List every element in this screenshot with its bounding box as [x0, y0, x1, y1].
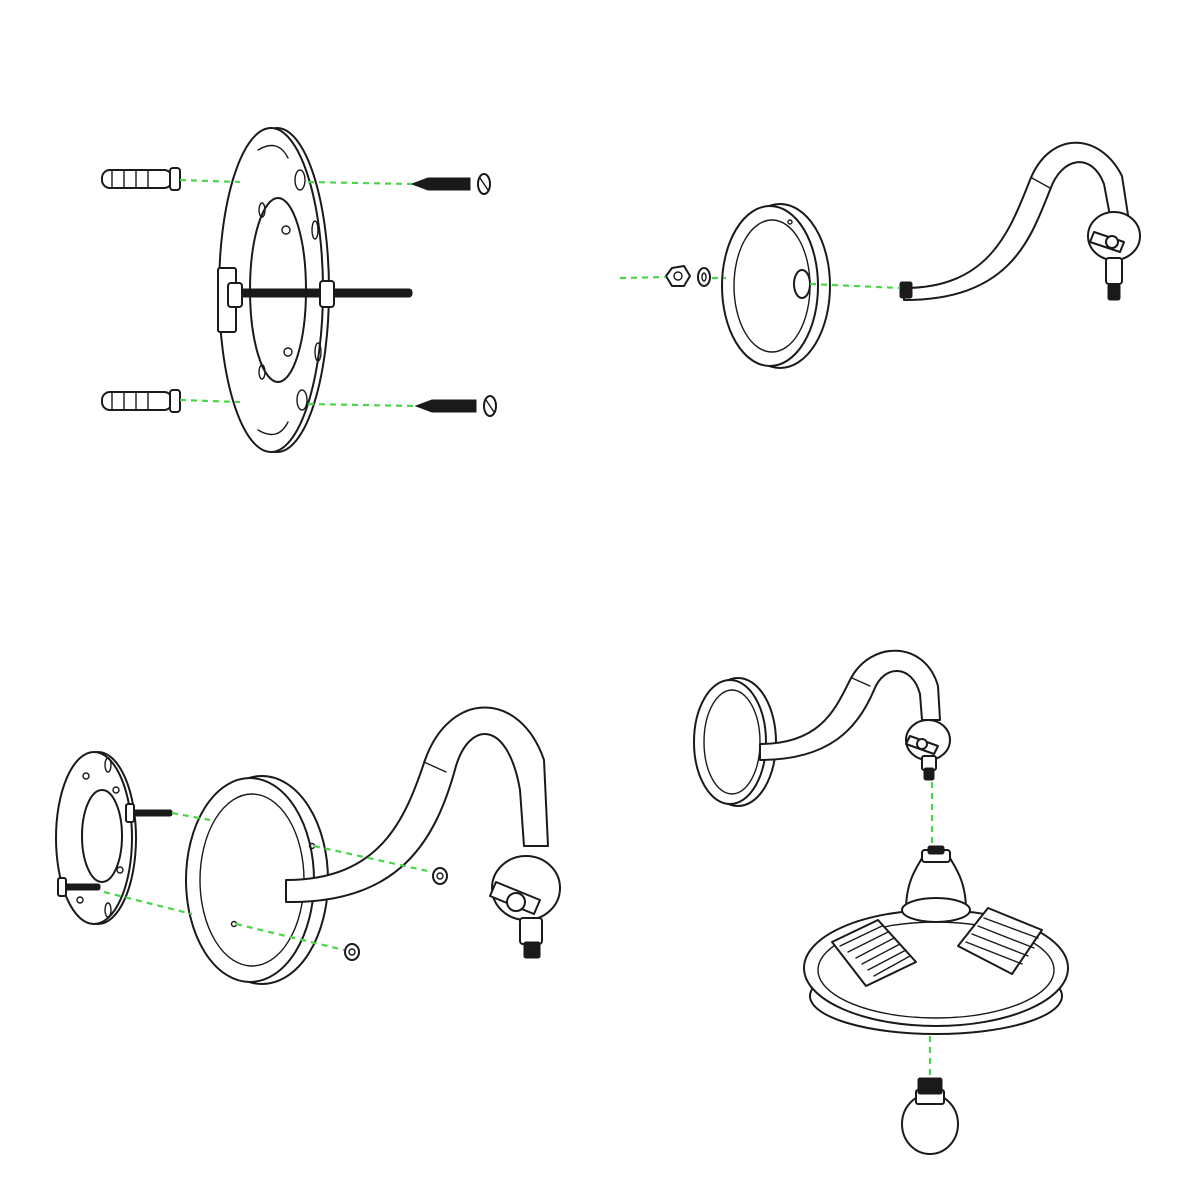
cap-nut-bottom [344, 943, 360, 961]
hex-nut [665, 265, 691, 287]
screw-top [410, 173, 491, 195]
mounting-plate-small [55, 751, 137, 925]
step-2-base-and-arm [619, 141, 1141, 369]
wall-anchor-top [101, 167, 181, 191]
guide-line [809, 282, 901, 290]
mounting-screw-top [125, 803, 173, 823]
mounting-screw-bottom [57, 877, 101, 897]
step-3-attach-to-plate [55, 706, 561, 985]
guide-line [179, 178, 241, 184]
gooseneck-arm [899, 141, 1141, 301]
light-bulb [901, 1077, 959, 1155]
step-4-shade-and-bulb [693, 649, 1069, 1155]
solar-panel-left [831, 919, 917, 987]
guide-line [235, 922, 345, 952]
guide-line [307, 180, 413, 186]
threaded-rod [227, 280, 413, 308]
canopy-base [721, 203, 831, 369]
screw-bottom [414, 395, 497, 417]
guide-line [313, 844, 433, 874]
step-1-mounting-plate [101, 127, 497, 453]
guide-line [179, 398, 241, 404]
guide-line [619, 275, 667, 280]
wall-anchor-bottom [101, 389, 181, 413]
cap-nut-top [432, 867, 448, 885]
guide-line [307, 402, 417, 408]
gooseneck-arm-mounted [759, 649, 951, 781]
solar-shade [803, 845, 1069, 1035]
solar-panel-right [957, 907, 1043, 975]
guide-line [103, 890, 193, 916]
canopy-base-mounted [693, 677, 777, 807]
washer [697, 267, 711, 287]
gooseneck-arm-large [285, 706, 561, 959]
